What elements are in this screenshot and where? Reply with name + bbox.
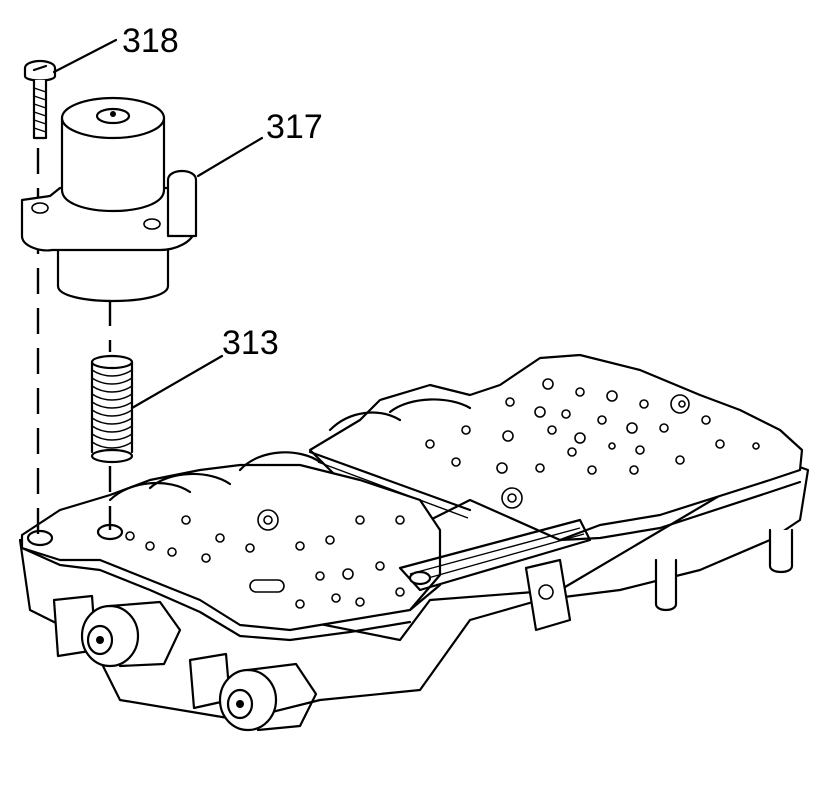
bolt-icon (23, 59, 57, 140)
front-solenoid-left (52, 594, 182, 668)
callout-313: 313 (222, 324, 279, 362)
callout-317: 317 (266, 108, 323, 146)
leader-313 (130, 354, 224, 410)
solenoid-icon (20, 96, 198, 303)
callout-318: 318 (122, 22, 179, 60)
front-solenoid-center (188, 652, 318, 732)
spring-icon (90, 354, 134, 464)
leader-318 (52, 38, 118, 74)
leader-317 (196, 136, 264, 178)
valve-body-icon (18, 353, 810, 732)
